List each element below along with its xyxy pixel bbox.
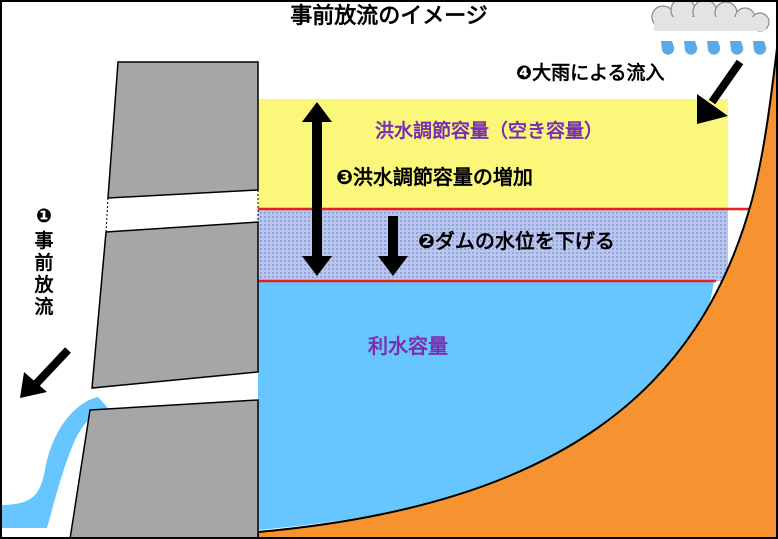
step1-char: 放 xyxy=(34,274,54,296)
step1-char: 前 xyxy=(34,252,54,274)
ground-hillside xyxy=(257,39,778,539)
step2-label: ❷ダムの水位を下げる xyxy=(418,229,615,253)
step4-label: ❹大雨による流入 xyxy=(516,62,665,84)
page-title: 事前放流のイメージ xyxy=(290,4,488,29)
step1-char: 流 xyxy=(34,296,54,318)
step3-label: ❸洪水調節容量の増加 xyxy=(336,165,533,189)
flood-control-zone xyxy=(258,99,728,209)
dam-middle-block xyxy=(91,221,259,389)
flood-control-capacity-label: 洪水調節容量（空き容量） xyxy=(374,120,603,142)
inflow-arrow-icon xyxy=(697,59,744,124)
lower-level-arrow-icon xyxy=(378,216,408,276)
water-use-capacity-label: 利水容量 xyxy=(368,334,448,358)
step1-label: ❶ 事 前 放 流 xyxy=(31,207,57,320)
dam-lower-block xyxy=(69,399,259,539)
step1-number: ❶ xyxy=(35,205,53,227)
step1-char: 事 xyxy=(34,230,54,252)
dam-upper-block xyxy=(107,61,259,199)
discharge-flow xyxy=(0,397,108,528)
rain-drops-icon xyxy=(661,41,767,55)
lowered-level-band xyxy=(258,209,728,281)
capacity-increase-arrow-icon xyxy=(302,102,332,276)
cloud-icon xyxy=(651,0,770,32)
release-arrow-icon xyxy=(20,347,71,398)
water-use-storage xyxy=(258,281,714,530)
dam-gap-edge xyxy=(105,197,109,233)
